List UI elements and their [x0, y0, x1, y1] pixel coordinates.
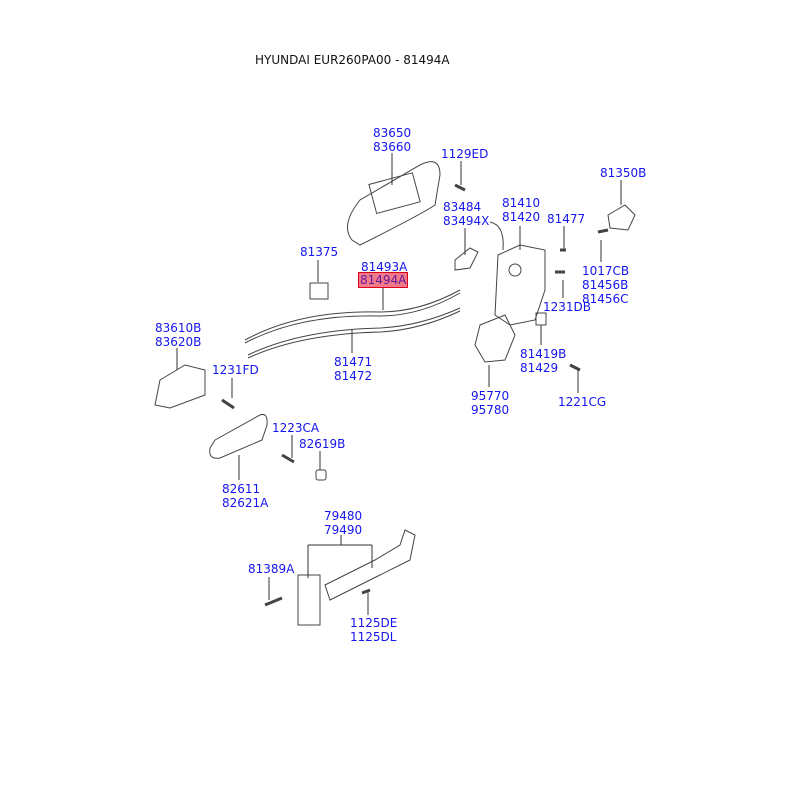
- part-number[interactable]: 1125DE: [350, 616, 398, 630]
- part-number[interactable]: 81350B: [600, 166, 647, 180]
- diagram-title: HYUNDAI EUR260PA00 - 81494A: [255, 53, 450, 67]
- part-number[interactable]: 83650: [373, 126, 412, 140]
- cable-upper: [244, 289, 461, 341]
- callout-81477[interactable]: 81477: [547, 212, 585, 226]
- callout-1223CA[interactable]: 1223CA: [272, 421, 319, 435]
- latch-shape: [494, 244, 546, 326]
- part-number[interactable]: 1125DL: [350, 630, 397, 644]
- part-number[interactable]: 1221CG: [558, 395, 607, 409]
- part-number[interactable]: 83660: [373, 140, 412, 154]
- callout-81350B[interactable]: 81350B: [600, 166, 646, 180]
- part-number[interactable]: 81429: [520, 361, 559, 375]
- part-number[interactable]: 82619B: [299, 437, 346, 451]
- part-number[interactable]: 81456C: [582, 292, 629, 306]
- part-number[interactable]: 81472: [334, 369, 373, 383]
- inside-handle-outer-shape: [154, 364, 206, 409]
- part-number[interactable]: 83494X: [443, 214, 490, 228]
- part-number[interactable]: 1129ED: [441, 147, 489, 161]
- part-number[interactable]: 1017CB: [582, 264, 630, 278]
- outside-handle-shape: [347, 161, 441, 246]
- part-number[interactable]: 1223CA: [272, 421, 320, 435]
- part-number[interactable]: 95770: [471, 389, 510, 403]
- callout-82619B[interactable]: 82619B: [299, 437, 345, 451]
- part-number[interactable]: 81420: [502, 210, 541, 224]
- callout-81389A[interactable]: 81389A: [248, 562, 294, 576]
- part-number[interactable]: 82621A: [222, 496, 269, 510]
- part-number[interactable]: 81456B: [582, 278, 629, 292]
- checker-plate: [297, 574, 321, 626]
- part-number[interactable]: 81477: [547, 212, 586, 226]
- part-number[interactable]: 81471: [334, 355, 373, 369]
- callout-1231FD[interactable]: 1231FD: [212, 363, 259, 377]
- callout-81494A-selected[interactable]: 81494A: [358, 272, 409, 288]
- actuator-shape: [474, 314, 516, 363]
- callout-1231DB[interactable]: 1231DB: [543, 300, 591, 314]
- part-number[interactable]: 83620B: [155, 335, 202, 349]
- callout-81375[interactable]: 81375: [300, 245, 338, 259]
- part-number[interactable]: 1231DB: [543, 300, 592, 314]
- cable-lower: [247, 307, 461, 356]
- part-number[interactable]: 82611: [222, 482, 261, 496]
- part-number[interactable]: 81375: [300, 245, 339, 259]
- part-number[interactable]: 95780: [471, 403, 510, 417]
- part-number[interactable]: 79480: [324, 509, 363, 523]
- part-number[interactable]: 81389A: [248, 562, 295, 576]
- part-number[interactable]: 81419B: [520, 347, 567, 361]
- callout-1129ED[interactable]: 1129ED: [441, 147, 488, 161]
- inside-handle-shape: [209, 414, 268, 459]
- callout-1221CG[interactable]: 1221CG: [558, 395, 606, 409]
- callout-81493A[interactable]: 81493A: [361, 260, 407, 274]
- part-number[interactable]: 1231FD: [212, 363, 259, 377]
- leader-lines: [176, 153, 622, 615]
- part-number[interactable]: 83610B: [155, 321, 202, 335]
- part-number[interactable]: 83484: [443, 200, 482, 214]
- part-number[interactable]: 81493A: [361, 260, 408, 274]
- part-number[interactable]: 79490: [324, 523, 363, 537]
- part-number[interactable]: 81410: [502, 196, 541, 210]
- part-number[interactable]: 81494A: [360, 273, 407, 287]
